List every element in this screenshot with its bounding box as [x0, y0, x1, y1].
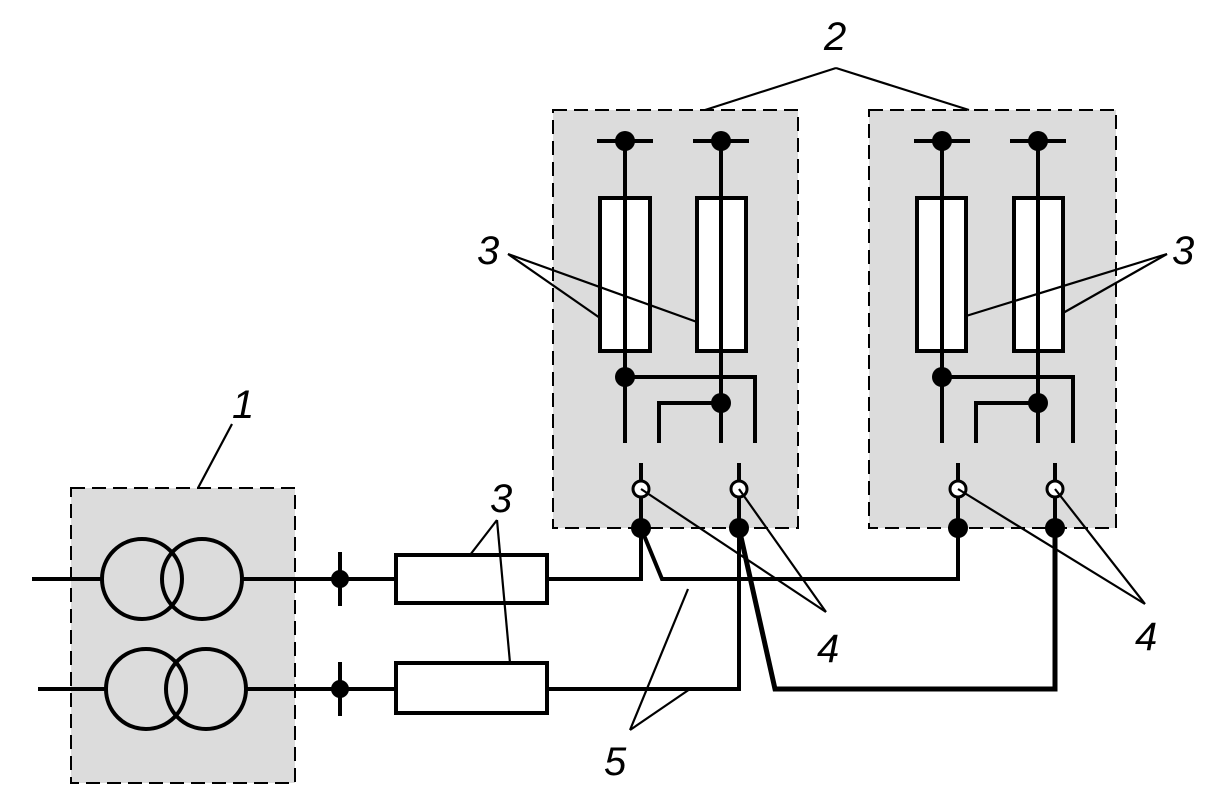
feeder-line-bottom	[331, 528, 741, 716]
label-fuses-feeders: 3	[490, 477, 512, 521]
cable-left-to-right-a	[639, 527, 960, 581]
cabinet-right-internals	[914, 131, 1075, 538]
label-cables: 5	[604, 740, 627, 784]
label-terminals-right: 4	[1135, 615, 1157, 659]
feeder-fuse-top	[394, 553, 549, 605]
transformer-bottom	[38, 647, 340, 731]
label-fuses-left-cabinet: 3	[477, 229, 499, 273]
cable-left-to-right-b	[736, 527, 1058, 692]
label-terminals-left: 4	[817, 627, 839, 671]
transformer-enclosure	[70, 487, 296, 784]
cabinet-right	[868, 109, 1117, 529]
label-fuses-right-cabinet: 3	[1172, 229, 1194, 273]
label-switchgear-cabinets: 2	[823, 15, 846, 59]
cabinet-left-internals	[597, 131, 757, 538]
leader-lines	[197, 66, 1168, 731]
transformer-top	[32, 537, 340, 621]
cabinet-left	[552, 109, 799, 529]
label-transformer-unit: 1	[232, 383, 254, 427]
feeder-line-top	[331, 528, 643, 606]
feeder-fuse-bottom	[394, 661, 549, 715]
